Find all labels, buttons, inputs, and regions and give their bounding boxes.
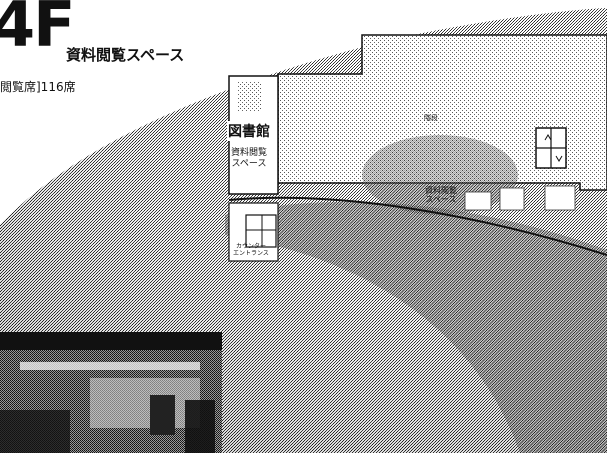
left-space-label: 資料閲覧 スペース bbox=[231, 148, 268, 169]
bottom-space-label: 資料閲覧 スペース bbox=[425, 186, 457, 204]
library-label: 図書館 bbox=[227, 121, 271, 141]
floor-label: 4F bbox=[0, 0, 75, 61]
entrance-block bbox=[228, 202, 279, 262]
entrance-label: カウンター エントランス bbox=[233, 243, 269, 257]
corridor-line bbox=[228, 196, 607, 256]
seat-count-label: 閲覧席]116席 bbox=[0, 80, 76, 94]
room-markers bbox=[464, 185, 576, 211]
stair-label: 階段 bbox=[424, 114, 438, 122]
photo-details bbox=[0, 332, 222, 453]
floor-title: 資料閲覧スペース bbox=[66, 46, 185, 64]
inner-arc-band bbox=[225, 201, 607, 453]
staircase-icon bbox=[535, 127, 567, 169]
